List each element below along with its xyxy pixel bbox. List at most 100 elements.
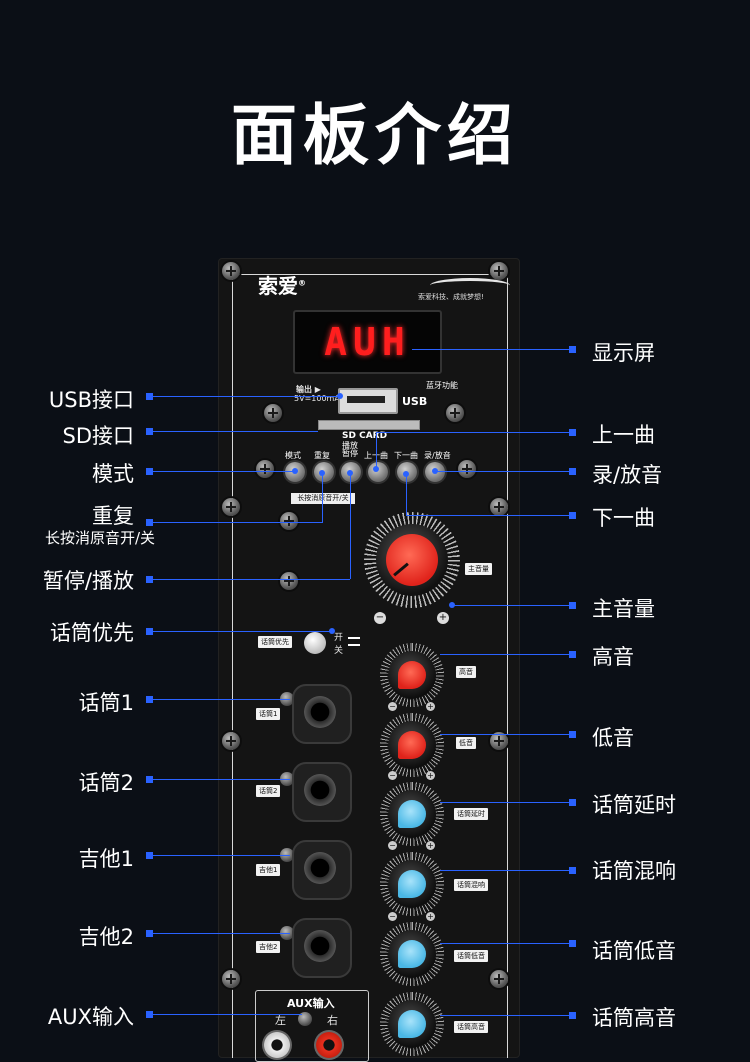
callout-mic-reverb-label: 话筒混响	[592, 859, 676, 883]
mic-reverb-tag: 话筒混响	[454, 879, 488, 891]
plus-icon: +	[426, 771, 435, 780]
usb-spec-label: 5V=100mA	[294, 394, 340, 403]
callout-line	[350, 474, 351, 579]
button-label-next: 下一曲	[394, 451, 418, 460]
display-text: AUH	[324, 320, 411, 364]
callout-line	[440, 943, 572, 944]
callout-end-marker	[347, 470, 353, 476]
callout-next-label: 下一曲	[592, 506, 655, 530]
mic-reverb-knob[interactable]	[380, 852, 444, 916]
mic-delay-knob-cap[interactable]	[398, 800, 426, 828]
callout-line	[150, 933, 290, 934]
plus-icon: +	[437, 612, 449, 624]
callout-marker	[146, 428, 153, 435]
sd-card-slot[interactable]	[318, 420, 420, 430]
aux-right-rca-jack[interactable]	[314, 1030, 344, 1060]
guitar1-jack[interactable]	[292, 840, 352, 900]
brand-swoosh-icon	[430, 278, 510, 293]
callout-treble-label: 高音	[592, 645, 634, 669]
mic1-jack[interactable]	[292, 684, 352, 744]
plus-icon: +	[426, 702, 435, 711]
screw-icon	[264, 404, 282, 422]
plus-icon: +	[426, 912, 435, 921]
callout-repeat-sublabel: 长按消原音开/关	[44, 529, 155, 547]
callout-mic2-label: 话筒2	[78, 771, 134, 795]
mic-bass-knob[interactable]	[380, 922, 444, 986]
mic-priority-button[interactable]	[304, 632, 326, 654]
screw-icon	[446, 404, 464, 422]
callout-aux-label: AUX输入	[47, 1005, 134, 1029]
screw-icon	[458, 460, 476, 478]
callout-marker	[569, 651, 576, 658]
longpress-note: 长按消原音开/关	[291, 493, 355, 504]
control-panel	[218, 258, 520, 1058]
screw-icon	[222, 262, 240, 280]
mic2-jack[interactable]	[292, 762, 352, 822]
callout-line	[406, 474, 407, 515]
switch-off-label: 关	[334, 646, 344, 656]
callout-sd-label: SD接口	[62, 424, 134, 448]
guitar1-tag: 吉他1	[256, 864, 281, 876]
mic-bass-knob-cap[interactable]	[398, 940, 426, 968]
plus-icon: +	[426, 841, 435, 850]
screw-icon	[222, 732, 240, 750]
callout-line	[150, 579, 350, 580]
mic-treble-knob[interactable]	[380, 992, 444, 1056]
callout-line	[150, 396, 340, 397]
guitar2-jack[interactable]	[292, 918, 352, 978]
callout-line	[376, 432, 377, 468]
prev-track-button[interactable]	[368, 462, 388, 482]
callout-marker	[569, 1012, 576, 1019]
mic-priority-tag: 话筒优先	[258, 636, 292, 648]
screw-icon	[256, 460, 274, 478]
usb-port[interactable]	[338, 388, 398, 414]
callout-line	[150, 1014, 302, 1015]
callout-mic-priority-label: 话筒优先	[50, 621, 134, 645]
button-label-mode: 模式	[285, 451, 301, 460]
screw-icon	[490, 498, 508, 516]
minus-icon: −	[388, 702, 397, 711]
treble-knob[interactable]	[380, 643, 444, 707]
callout-line	[440, 802, 572, 803]
mic-reverb-knob-cap[interactable]	[398, 870, 426, 898]
callout-line	[150, 431, 318, 432]
callout-line	[150, 471, 295, 472]
callout-line	[412, 349, 572, 350]
callout-marker	[146, 519, 153, 526]
guitar2-tag: 吉他2	[256, 941, 281, 953]
callout-prev-label: 上一曲	[592, 423, 655, 447]
callout-marker	[146, 628, 153, 635]
callout-end-marker	[449, 602, 455, 608]
callout-marker	[146, 576, 153, 583]
callout-end-marker	[329, 628, 335, 634]
screw-icon	[222, 970, 240, 988]
callout-line	[150, 855, 290, 856]
mic-delay-knob[interactable]	[380, 782, 444, 846]
callout-marker	[569, 731, 576, 738]
callout-marker	[146, 1011, 153, 1018]
callout-main-volume-label: 主音量	[592, 597, 655, 621]
bass-knob[interactable]	[380, 713, 444, 777]
aux-right-label: 右	[327, 1014, 338, 1027]
mic2-tag: 话筒2	[256, 785, 281, 797]
callout-mic1-label: 话筒1	[78, 691, 134, 715]
treble-knob-cap[interactable]	[398, 661, 426, 689]
callout-marker	[146, 852, 153, 859]
callout-line	[440, 654, 572, 655]
sd-card-label: SD CARD	[342, 431, 388, 441]
callout-end-marker	[373, 466, 379, 472]
screw-icon	[490, 262, 508, 280]
callout-marker	[569, 512, 576, 519]
main-volume-knob-cap[interactable]	[386, 534, 438, 586]
callout-line	[150, 699, 290, 700]
callout-marker	[569, 346, 576, 353]
callout-line	[436, 471, 572, 472]
mic-treble-knob-cap[interactable]	[398, 1010, 426, 1038]
bass-knob-cap[interactable]	[398, 731, 426, 759]
callout-marker	[569, 429, 576, 436]
minus-icon: −	[388, 912, 397, 921]
callout-end-marker	[319, 470, 325, 476]
aux-left-rca-jack[interactable]	[262, 1030, 292, 1060]
callout-usb-label: USB接口	[48, 388, 134, 412]
callout-record-label: 录/放音	[592, 463, 663, 487]
